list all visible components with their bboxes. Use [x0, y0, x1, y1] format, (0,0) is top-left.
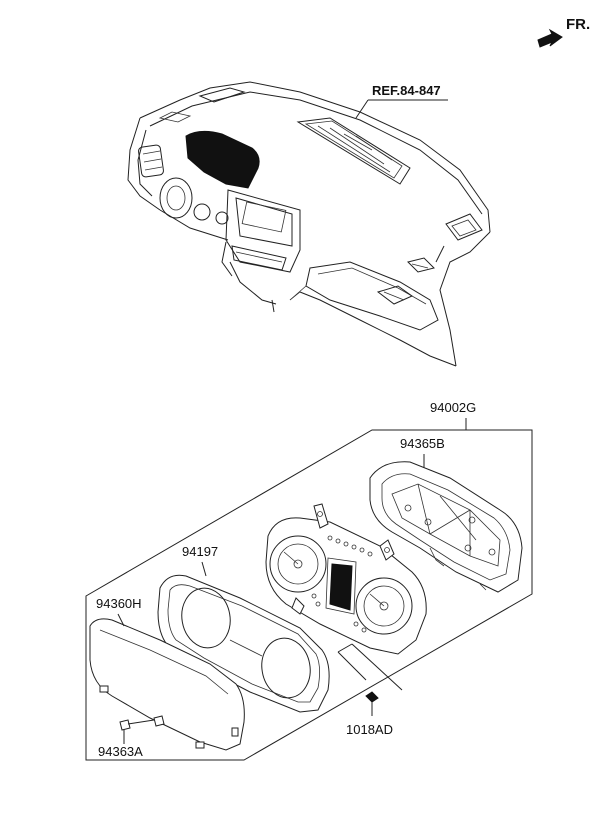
front-case	[157, 574, 330, 713]
part-label-94002g: 94002G	[430, 400, 476, 430]
reference-label: REF.84-847	[372, 83, 441, 98]
screw-part	[337, 643, 403, 716]
cluster-highlight	[185, 130, 260, 189]
orientation-label: FR.	[566, 16, 590, 33]
svg-text:1018AD: 1018AD	[346, 722, 393, 737]
svg-text:94002G: 94002G	[430, 400, 476, 415]
orientation-marker: FR.	[537, 16, 590, 48]
direction-arrow-icon	[537, 28, 563, 48]
svg-text:94197: 94197	[182, 544, 218, 559]
reference-callout: REF.84-847	[355, 83, 448, 119]
dashboard-illustration	[127, 81, 491, 367]
part-label-94365b: 94365B	[400, 436, 445, 468]
svg-text:94363A: 94363A	[98, 744, 143, 759]
part-label-94197: 94197	[182, 544, 218, 577]
clip-part	[119, 715, 165, 731]
part-label-1018ad: 1018AD	[346, 722, 393, 737]
gauge-board	[265, 503, 427, 655]
assembly-frame	[85, 429, 533, 761]
rear-case	[369, 461, 523, 593]
glass-window	[89, 618, 245, 751]
part-label-94360h: 94360H	[96, 596, 142, 627]
part-label-94363a: 94363A	[98, 730, 143, 759]
svg-text:94365B: 94365B	[400, 436, 445, 451]
svg-text:94360H: 94360H	[96, 596, 142, 611]
